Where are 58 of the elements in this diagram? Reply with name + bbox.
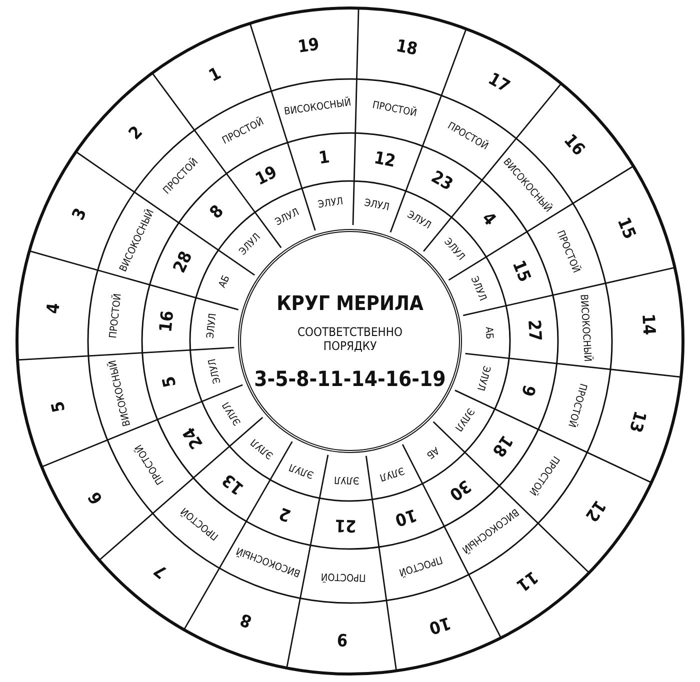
year-type: ПРОСТОЙ <box>372 101 418 120</box>
date-number: 24 <box>180 424 206 452</box>
year-number: 5 <box>50 400 70 414</box>
year-type: ПРОСТОЙ <box>108 292 124 338</box>
year-number: 11 <box>513 567 540 594</box>
date-number: 21 <box>334 516 356 534</box>
title-text: КРУГ МЕРИЛА <box>276 291 424 315</box>
year-number: 4 <box>45 302 64 316</box>
year-sequence: 3-5-8-11-14-16-19 <box>254 367 446 391</box>
date-number: 23 <box>428 168 456 194</box>
date-number: 1 <box>318 150 331 168</box>
month-name: ЭЛУЛ <box>318 198 344 212</box>
year-number: 9 <box>336 630 348 648</box>
year-type: ВИСОКОСНЫЙ <box>578 294 592 362</box>
date-number: 9 <box>517 383 537 398</box>
date-number: 2 <box>278 504 294 524</box>
month-name: ЭЛУЛ <box>288 461 316 480</box>
month-name: ЭЛУЛ <box>274 208 302 228</box>
month-name: АБ <box>218 274 232 290</box>
date-number: 27 <box>524 319 543 342</box>
month-name: ЭЛУЛ <box>208 358 224 385</box>
year-number: 18 <box>394 38 419 60</box>
month-name: ЭЛУЛ <box>468 275 488 302</box>
year-number: 14 <box>638 312 656 336</box>
date-number: 4 <box>478 210 498 230</box>
date-number: 30 <box>446 476 473 502</box>
date-number: 15 <box>508 258 532 284</box>
year-number: 13 <box>626 408 648 434</box>
year-number: 12 <box>582 496 608 524</box>
year-number: 1 <box>206 66 224 86</box>
year-number: 8 <box>238 610 254 630</box>
month-name: ЭЛУЛ <box>378 464 406 482</box>
subtitle-text: СООТВЕТСТВЕННО ПОРЯДКУ <box>296 325 404 353</box>
month-name: АБ <box>424 444 440 460</box>
year-number: 15 <box>614 215 638 242</box>
year-number: 17 <box>484 70 512 96</box>
month-name: ЭЛУЛ <box>362 198 390 213</box>
year-type: ПРОСТОЙ <box>321 570 366 582</box>
date-number: 10 <box>392 505 418 528</box>
year-number: 16 <box>560 132 588 159</box>
year-number: 2 <box>126 124 146 144</box>
year-number: 3 <box>70 206 90 223</box>
date-number: 13 <box>220 470 248 497</box>
date-number: 18 <box>488 432 515 460</box>
year-number: 10 <box>426 613 452 636</box>
year-number: 6 <box>86 488 107 506</box>
date-number: 19 <box>253 164 280 190</box>
date-number: 5 <box>160 374 180 389</box>
month-name: ЭЛУЛ <box>334 474 360 484</box>
date-number: 16 <box>158 310 177 333</box>
month-name: АБ <box>482 326 494 340</box>
date-number: 12 <box>373 150 398 171</box>
month-name: ЭЛУЛ <box>206 312 220 340</box>
month-name: ЭЛУЛ <box>474 364 492 392</box>
date-number: 8 <box>208 203 228 223</box>
date-number: 28 <box>171 250 196 276</box>
year-number: 19 <box>297 36 320 56</box>
year-number: 7 <box>152 561 171 581</box>
